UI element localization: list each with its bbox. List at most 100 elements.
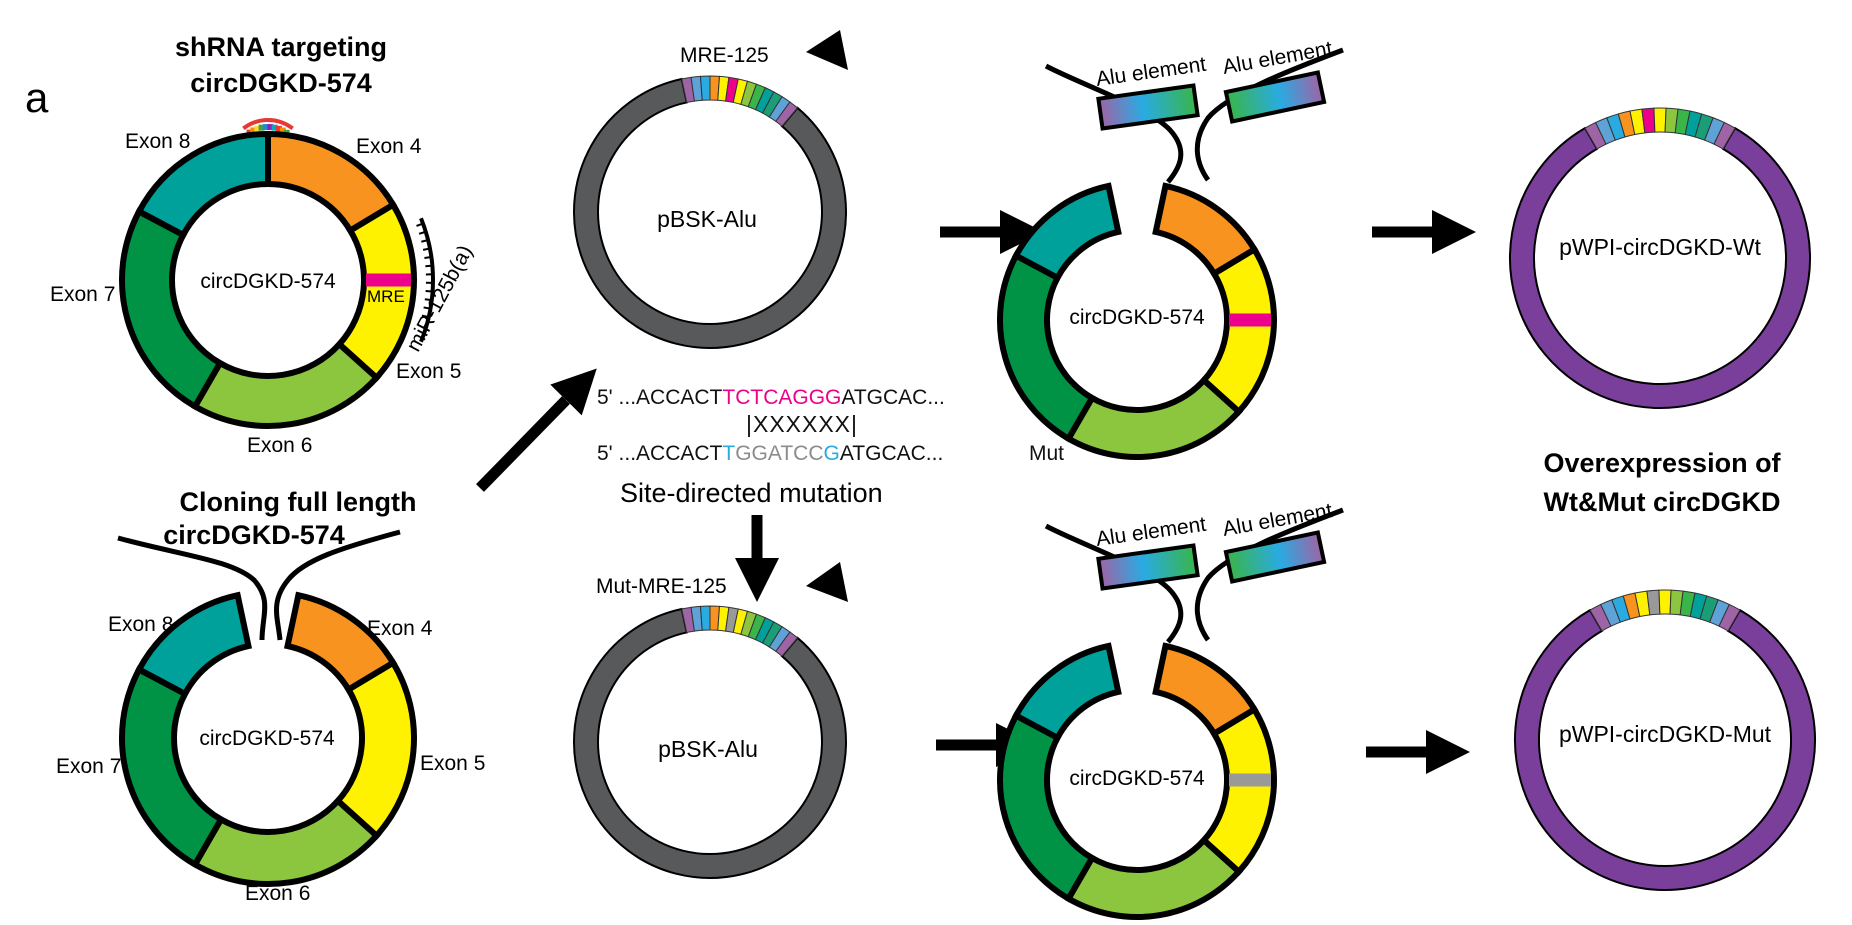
exon6-segment	[1064, 375, 1244, 460]
alu-element-right-icon	[1223, 530, 1327, 584]
mut-seq-suffix: ATGCAC...	[840, 442, 943, 465]
shrna-base-mark	[254, 125, 261, 132]
circdgkd-center-label-bottom: circDGKD-574	[199, 727, 335, 750]
insert-band-segment	[1653, 107, 1667, 133]
mre-pointer-icon	[806, 30, 848, 70]
pairing-marks: |XXXXXX|	[746, 411, 858, 437]
vector-backbone	[1509, 126, 1811, 409]
mirna-tick	[418, 230, 427, 235]
cloning-title-line2: circDGKD-574	[163, 520, 345, 550]
vector-backbone	[573, 77, 847, 349]
mirna-tick	[421, 314, 429, 319]
exon7-segment	[119, 665, 226, 869]
final-mut-panel: pWPI-circDGKD-Mut	[1514, 589, 1816, 891]
cloning-panel: Cloning full length circDGKD-574 circDGK…	[56, 487, 485, 905]
shrna-title-line1: shRNA targeting	[175, 32, 387, 62]
pwpi-mut-label: pWPI-circDGKD-Mut	[1559, 721, 1772, 747]
shrna-title-line2: circDGKD-574	[190, 68, 372, 98]
exon6-segment	[190, 340, 381, 429]
pbsk-alu-ring-mut	[573, 562, 848, 879]
mut-seq-mid: GGATCC	[735, 442, 823, 465]
overexpression-title-line2: Wt&Mut circDGKD	[1544, 487, 1781, 517]
shrna-panel: shRNA targeting circDGKD-574 circDGKD-57…	[50, 32, 477, 457]
alu-construct-wt: Alu element Alu element circDGKD-574	[997, 37, 1344, 460]
exon8-segment	[1011, 642, 1122, 742]
exon6-label-bottom: Exon 6	[245, 882, 310, 905]
vector-wt-panel: MRE-125 pBSK-Alu	[573, 30, 848, 349]
alu-construct-mut: Alu element Alu element circDGKD-574	[997, 499, 1344, 920]
exon8-label-top: Exon 8	[125, 130, 190, 153]
exon5-label-top: Exon 5	[396, 360, 461, 383]
alu-element-right-icon	[1223, 70, 1327, 124]
pwpi-wt-label: pWPI-circDGKD-Wt	[1559, 234, 1761, 260]
exon8-segment	[135, 591, 253, 698]
wt-seq-prefix: 5' ...ACCACT	[597, 386, 723, 409]
insert-band-segment	[699, 75, 711, 101]
mre125-label: MRE-125	[680, 44, 769, 67]
insert-band-segment	[775, 631, 799, 657]
mut-seq-g: G	[823, 442, 839, 465]
shrna-backbone	[242, 118, 294, 131]
shrna-base-mark	[267, 124, 274, 131]
right-intron-line	[1194, 47, 1344, 182]
exon8-label-bottom: Exon 8	[108, 613, 173, 636]
exon4-label-bottom: Exon 4	[367, 617, 433, 640]
panel-letter: a	[25, 74, 49, 121]
insert-band-segment	[775, 101, 799, 127]
mirna-tick	[424, 298, 432, 302]
left-intron-line	[1044, 523, 1184, 644]
circdgkd-center-label-alu-wt: circDGKD-574	[1069, 306, 1205, 329]
exon6-segment	[190, 796, 381, 887]
pbsk-alu-label-wt: pBSK-Alu	[657, 206, 757, 232]
right-intron-line	[274, 529, 401, 641]
left-intron-line	[117, 535, 268, 641]
vector-backbone	[573, 607, 847, 879]
mut-sequence: 5' ...ACCACTTGGATCCGATGCAC...	[597, 442, 943, 465]
shrna-base-mark	[275, 125, 282, 132]
circdgkd-center-label-top: circDGKD-574	[200, 270, 336, 293]
exon6-label-top: Exon 6	[247, 434, 312, 457]
mirna-binding-icon	[416, 217, 435, 343]
vector-mut-panel: Mut-MRE-125 pBSK-Alu	[573, 562, 848, 879]
exon7-segment	[997, 251, 1097, 443]
circdgkd-center-label-alu-mut: circDGKD-574	[1069, 767, 1205, 790]
mirna-tick	[425, 264, 433, 268]
shrna-base-mark	[271, 124, 278, 131]
mut-mre-pointer-icon	[806, 562, 848, 602]
insert-band-segment	[1658, 589, 1672, 615]
circdgkd-ring-top	[119, 130, 417, 429]
wt-sequence: 5' ...ACCACTTCTCAGGGATGCAC...	[597, 386, 945, 409]
pbsk-alu-ring-wt	[573, 30, 848, 349]
exon8-segment	[135, 130, 271, 239]
left-intron-line	[1044, 63, 1184, 184]
shrna-base-mark	[262, 124, 269, 131]
circdgkd-ring-bottom	[119, 591, 417, 887]
shrna-base-mark	[258, 124, 265, 131]
mirna-tick	[423, 306, 431, 310]
sequence-panel: 5' ...ACCACTTCTCAGGGATGCAC... Wt |XXXXXX…	[597, 386, 1064, 508]
vector-backbone	[1514, 608, 1816, 891]
insert-band-segment	[1646, 589, 1661, 616]
shrna-base-mark	[279, 127, 286, 134]
overexpression-title-line1: Overexpression of	[1543, 448, 1781, 478]
alu-flanked-construct-mut	[997, 507, 1344, 920]
wt-seq-site: TCTCAGGG	[722, 386, 841, 409]
mut-seq-t: T	[722, 442, 735, 465]
exon7-label-top: Exon 7	[50, 283, 115, 306]
alu-flanked-construct-wt	[997, 47, 1344, 460]
exon7-segment	[997, 711, 1097, 903]
arrow-to-vector	[476, 368, 597, 492]
pbsk-alu-label-mut: pBSK-Alu	[658, 736, 758, 762]
exon7-label-bottom: Exon 7	[56, 755, 121, 778]
final-wt-panel: pWPI-circDGKD-Wt	[1509, 107, 1811, 409]
flanking-intron-icon	[117, 529, 401, 641]
exon4-label-top: Exon 4	[356, 135, 422, 158]
alu-element-left-icon	[1096, 83, 1200, 131]
shrna-base-mark	[250, 127, 257, 134]
mirna-tick	[424, 256, 432, 260]
mre-label: MRE	[367, 287, 405, 306]
workflow-arrows	[476, 210, 1476, 774]
mirna-tick	[422, 247, 431, 251]
